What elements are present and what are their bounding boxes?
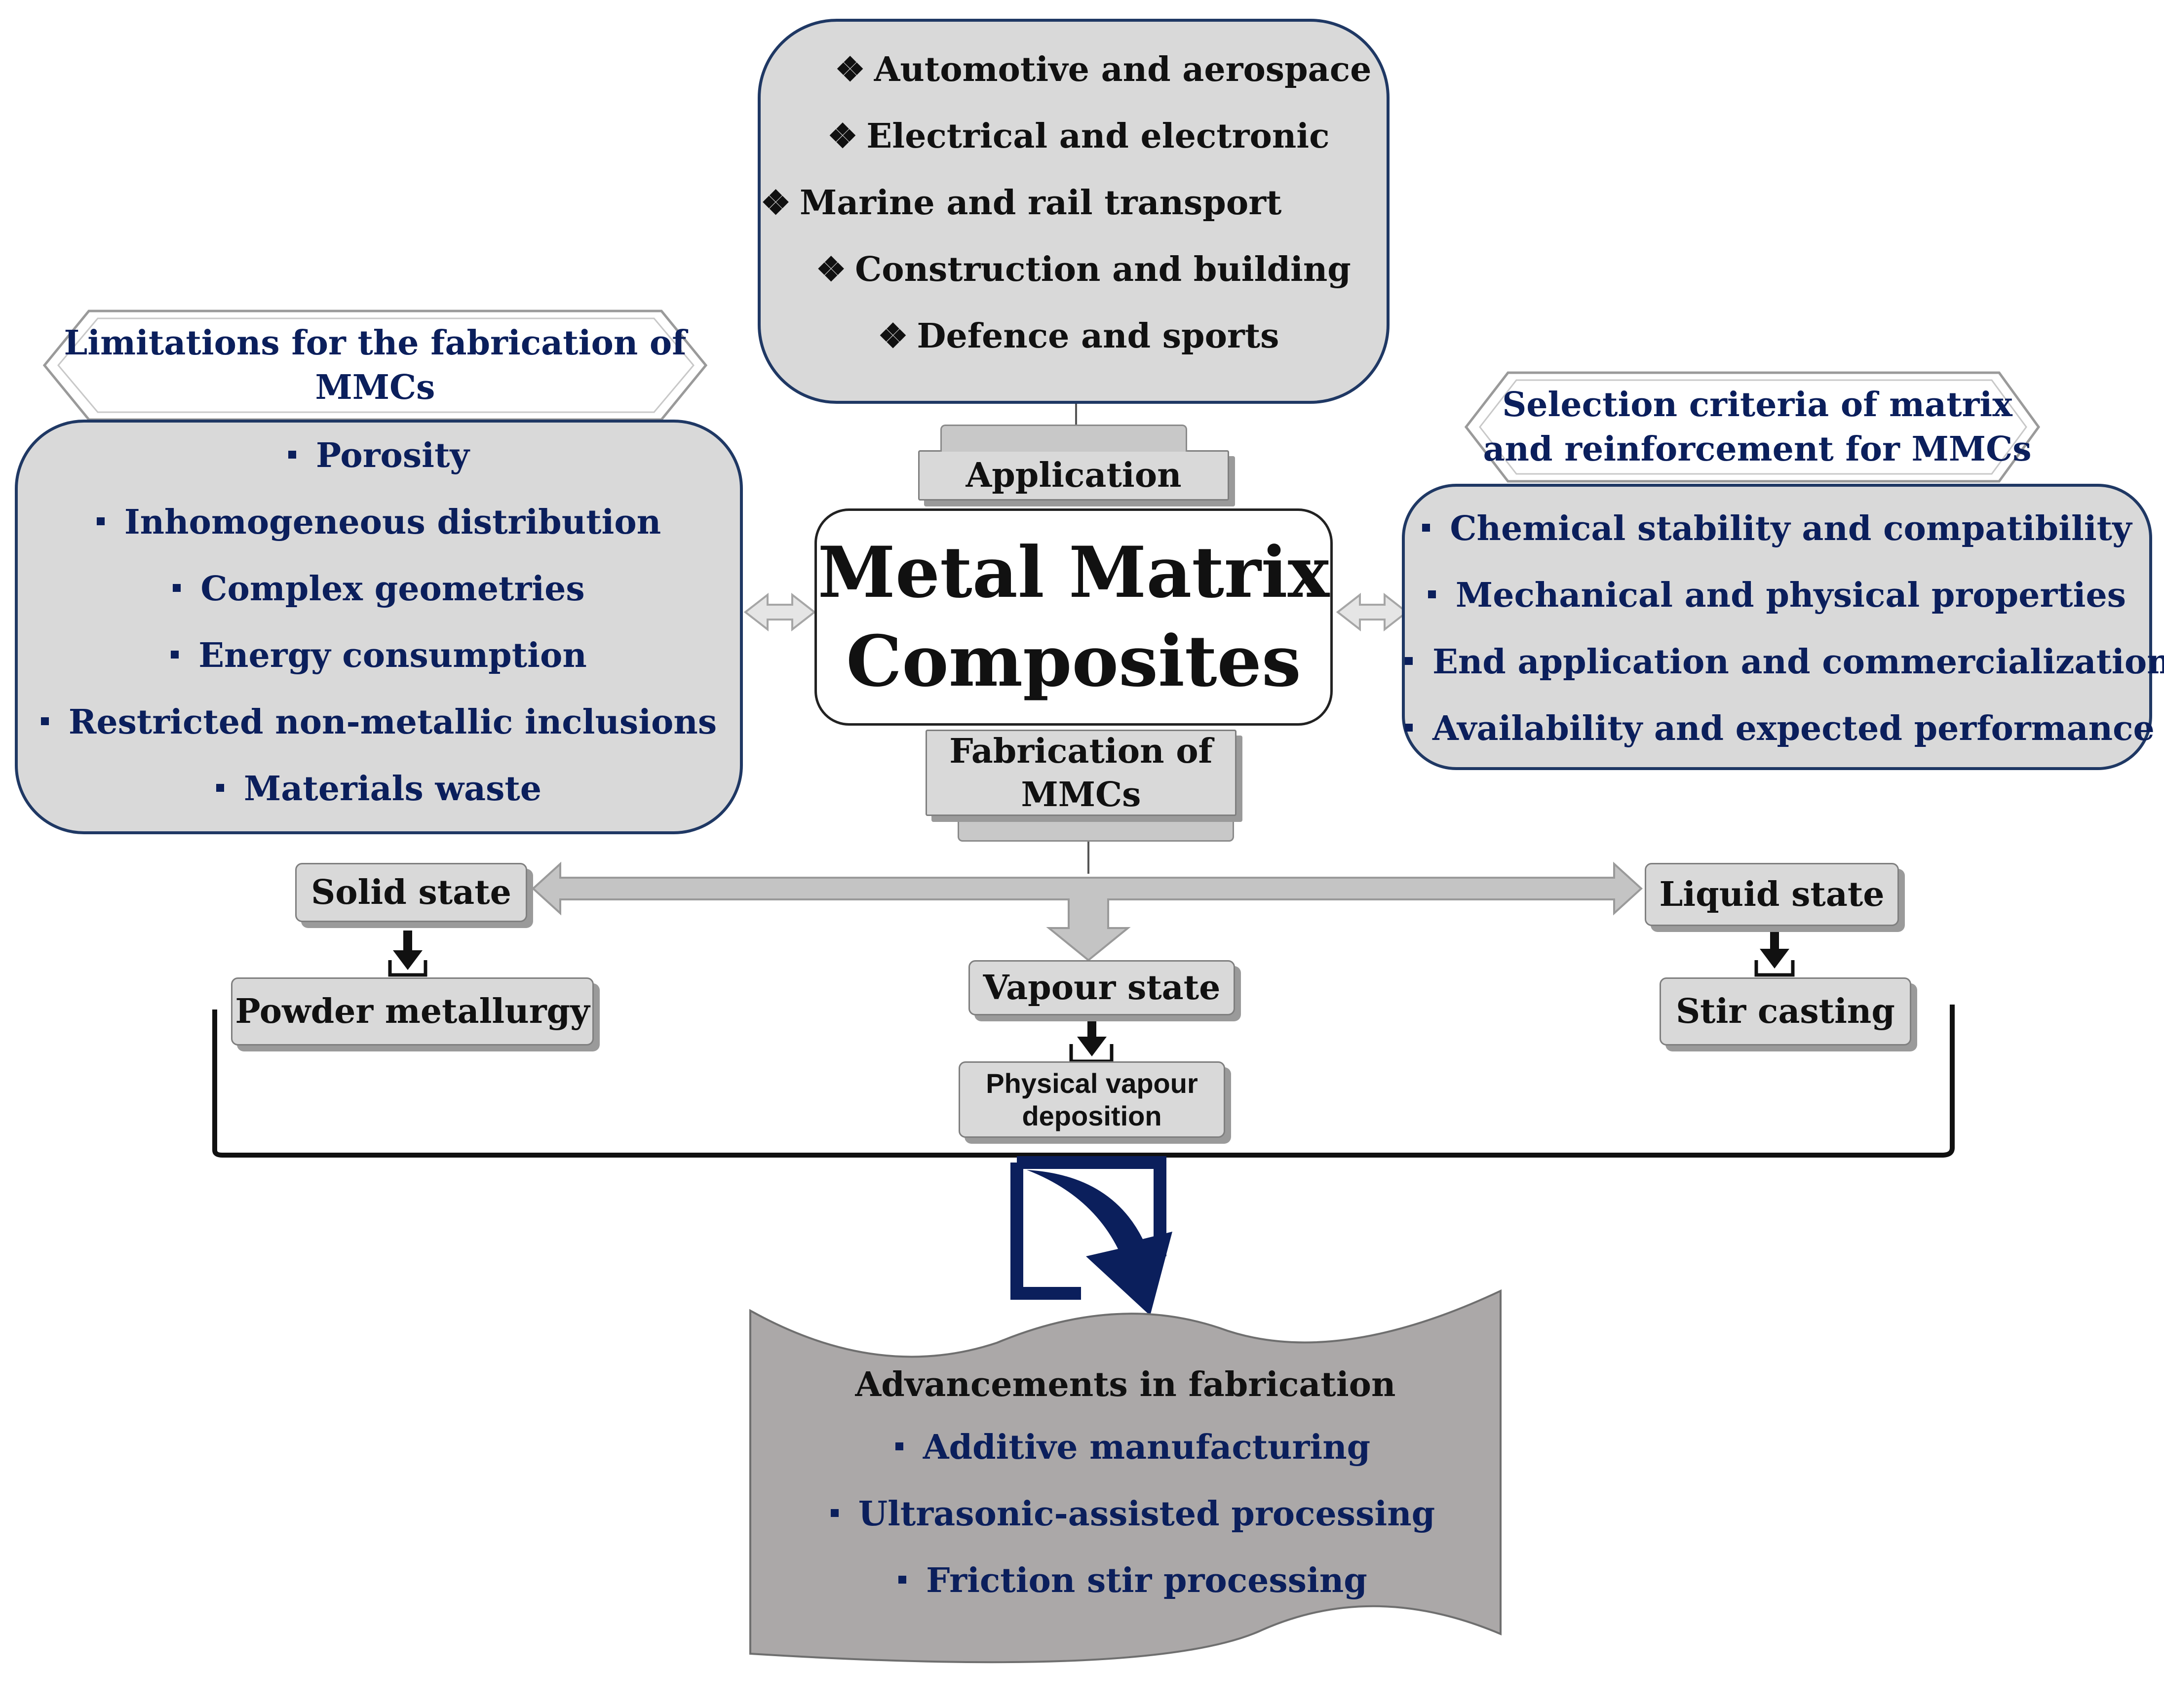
solid-state-box: Solid state xyxy=(295,863,527,922)
square-bullet-icon xyxy=(216,783,224,792)
diamond-bullet-icon: ❖ xyxy=(878,316,908,356)
curved-arrow-icon xyxy=(1010,1156,1172,1316)
selection-title: Selection criteria of matrix and reinfor… xyxy=(1483,385,2032,469)
application-item: ❖Construction and building xyxy=(816,250,1351,289)
advancements-title: Advancements in fabrication xyxy=(855,1365,1396,1404)
left-double-arrow xyxy=(743,592,816,632)
liquid-state-box: Liquid state xyxy=(1645,863,1899,926)
selection-banner-shape xyxy=(1464,371,2041,483)
advancements-list: Additive manufacturing Ultrasonic-assist… xyxy=(750,1414,1501,1614)
center-title-line1: Metal Matrix xyxy=(817,532,1330,614)
selection-list: Chemical stability and compatibility Mec… xyxy=(1405,487,2164,762)
vapour-state-box: Vapour state xyxy=(968,960,1235,1015)
application-item: ❖Defence and sports xyxy=(878,316,1279,356)
limitation-item: Energy consumption xyxy=(18,622,740,689)
limitation-item: Porosity xyxy=(18,423,740,489)
advancements-content: Advancements in fabrication Additive man… xyxy=(750,1355,1501,1614)
square-bullet-icon xyxy=(1422,523,1430,532)
application-box: ❖Automotive and aerospace ❖Electrical an… xyxy=(758,19,1390,404)
limitations-title: Limitations for the fabrication of MMCs xyxy=(64,323,687,407)
square-bullet-icon xyxy=(40,717,49,725)
limitation-item: Restricted non-metallic inclusions xyxy=(18,689,740,756)
advancement-item: Additive manufacturing xyxy=(750,1414,1501,1481)
diamond-bullet-icon: ❖ xyxy=(816,250,847,289)
square-bullet-icon xyxy=(173,583,181,592)
square-bullet-icon xyxy=(1428,590,1436,598)
limitation-item: Materials waste xyxy=(18,756,740,822)
square-bullet-icon xyxy=(1405,723,1413,732)
advancement-item: Friction stir processing xyxy=(750,1548,1501,1614)
square-bullet-icon xyxy=(1405,657,1413,665)
application-label: Application xyxy=(918,450,1229,501)
vapour-down-arrow xyxy=(1069,1019,1114,1063)
application-item: ❖Automotive and aerospace xyxy=(835,50,1372,89)
application-list: ❖Automotive and aerospace ❖Electrical an… xyxy=(761,22,1387,370)
limitations-list: Porosity Inhomogeneous distribution Comp… xyxy=(18,423,740,822)
square-bullet-icon xyxy=(895,1442,903,1450)
limitation-item: Inhomogeneous distribution xyxy=(18,489,740,556)
right-double-arrow xyxy=(1336,592,1409,632)
advancements-scroll xyxy=(749,1289,1502,1664)
selection-item: Chemical stability and compatibility xyxy=(1405,496,2149,562)
application-item: ❖Electrical and electronic xyxy=(827,116,1330,156)
square-bullet-icon xyxy=(288,450,297,459)
center-title-line2: Composites xyxy=(846,621,1301,702)
grouping-brace xyxy=(212,1005,1955,1158)
liquid-down-arrow xyxy=(1754,931,1795,977)
selection-item: Availability and expected performance xyxy=(1405,696,2155,762)
fabrication-label: Fabrication of MMCs xyxy=(926,730,1237,816)
selection-item: Mechanical and physical properties xyxy=(1405,562,2149,629)
square-bullet-icon xyxy=(830,1509,839,1517)
fabrication-branch-arrow xyxy=(532,861,1643,962)
stir-casting-box: Stir casting xyxy=(1660,977,1911,1046)
selection-item: End application and commercialization xyxy=(1405,629,2164,696)
square-bullet-icon xyxy=(171,650,179,659)
limitation-item: Complex geometries xyxy=(18,556,740,622)
diamond-bullet-icon: ❖ xyxy=(827,116,858,156)
diamond-bullet-icon: ❖ xyxy=(761,183,791,223)
solid-down-arrow xyxy=(388,931,427,977)
pvd-box: Physical vapour deposition xyxy=(959,1061,1225,1138)
powder-metallurgy-box: Powder metallurgy xyxy=(231,977,594,1046)
application-item: ❖Marine and rail transport xyxy=(761,183,1282,223)
limitations-box: Porosity Inhomogeneous distribution Comp… xyxy=(15,420,743,834)
diamond-bullet-icon: ❖ xyxy=(835,50,865,89)
application-label-shadow xyxy=(940,425,1187,452)
square-bullet-icon xyxy=(96,517,105,525)
selection-box: Chemical stability and compatibility Mec… xyxy=(1402,484,2164,770)
advancement-item: Ultrasonic-assisted processing xyxy=(750,1481,1501,1548)
square-bullet-icon xyxy=(898,1575,907,1584)
fabrication-label-shadow xyxy=(958,812,1234,842)
center-title-box: Metal Matrix Composites xyxy=(814,508,1333,726)
